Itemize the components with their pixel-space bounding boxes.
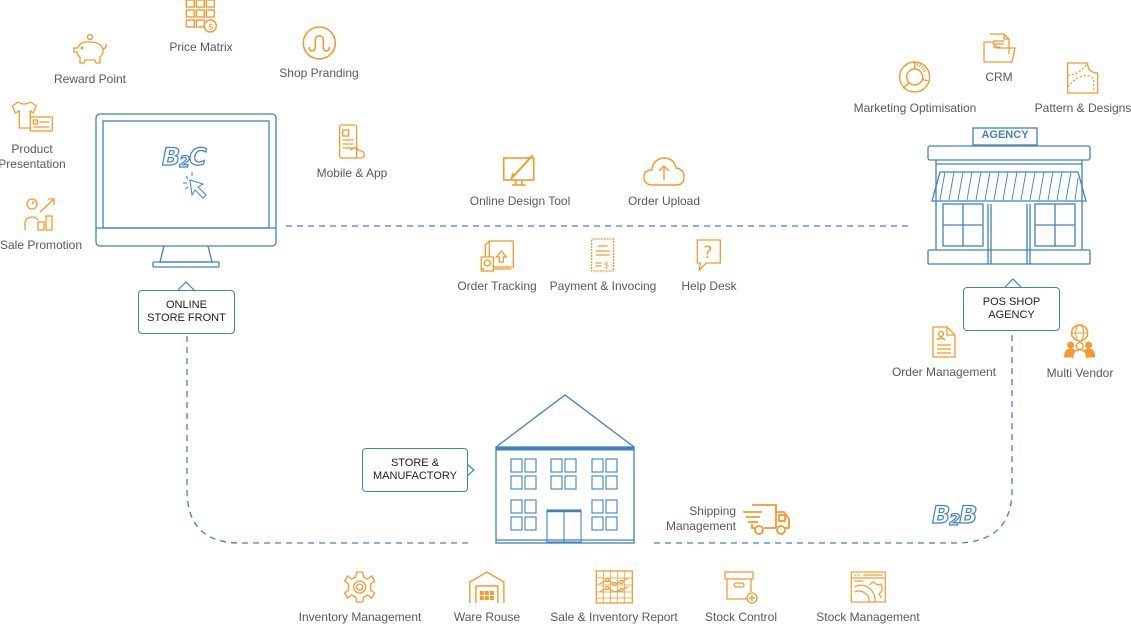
folder-icon — [983, 33, 1016, 63]
feature-label: Order Tracking — [457, 279, 537, 293]
feature-payment-invoicing[interactable]: $ Payment & Invocing — [549, 237, 657, 294]
feature-mobile-app[interactable]: Mobile & App — [316, 124, 388, 181]
pos-callout-pointer — [1004, 278, 1022, 288]
feature-label: Payment & Invocing — [549, 279, 657, 293]
store-manufactory-callout[interactable]: STORE & MANUFACTORY — [362, 448, 468, 492]
feature-label: Sale Promotion — [0, 238, 83, 252]
tshirt-card-icon — [11, 101, 53, 132]
sale-growth-icon — [24, 198, 55, 231]
gear-icon — [344, 571, 376, 603]
b2c-label: B2C — [161, 142, 207, 171]
truck-icon — [743, 504, 790, 535]
feature-label: Ware Rouse — [453, 610, 521, 624]
pattern-icon — [1067, 62, 1099, 94]
feature-label: Shipping Management — [665, 504, 736, 533]
feature-help-desk[interactable]: ? Help Desk — [681, 237, 737, 294]
feature-label: Order Upload — [627, 194, 701, 208]
online-store-front-callout[interactable]: ONLINE STORE FRONT — [138, 290, 235, 334]
price-matrix-icon: $ — [185, 0, 217, 33]
feature-label: Pattern & Designs — [1034, 101, 1131, 115]
feature-price-matrix[interactable]: $ Price Matrix — [169, 0, 233, 55]
svg-text:$: $ — [208, 23, 214, 33]
agency-sign: AGENCY — [981, 129, 1029, 141]
feature-crm[interactable]: CRM — [982, 32, 1016, 85]
storefront-callout-pointer — [177, 281, 195, 291]
feature-stock-control[interactable]: Stock Control — [705, 570, 777, 625]
factory-pos-connector — [654, 332, 1013, 544]
feature-label: Product Presentation — [0, 142, 66, 171]
cursor-click-icon — [183, 172, 207, 199]
feature-online-design-tool[interactable]: Online Design Tool — [469, 154, 571, 209]
feature-reward-point[interactable]: Reward Point — [54, 34, 126, 87]
feature-label: Online Design Tool — [469, 194, 571, 208]
feature-label: Stock Management — [816, 610, 920, 624]
design-monitor-icon — [503, 154, 535, 186]
feature-label: Sale & Inventory Report — [550, 610, 678, 624]
feature-stock-management[interactable]: Stock Management — [816, 570, 920, 625]
piggy-bank-icon — [73, 34, 107, 64]
monitor-icon — [95, 113, 277, 268]
feature-label: Inventory Management — [298, 610, 422, 624]
storefront-factory-connector — [186, 336, 470, 544]
factory-callout-pointer — [466, 463, 475, 477]
feature-order-tracking[interactable]: Order Tracking — [457, 237, 537, 294]
feature-inventory-management[interactable]: Inventory Management — [298, 570, 422, 625]
mobile-app-icon — [339, 124, 366, 159]
feature-label: Shop Pranding — [279, 66, 359, 80]
stock-window-icon — [850, 571, 886, 603]
help-desk-icon: ? — [696, 239, 721, 272]
feature-sale-promotion[interactable]: Sale Promotion — [0, 196, 82, 253]
invoice-icon: $ — [591, 238, 615, 272]
feature-product-presentation[interactable]: Product Presentation — [0, 100, 66, 172]
feature-label: Mobile & App — [316, 166, 388, 180]
feature-order-management[interactable]: Order Management — [892, 325, 996, 380]
svg-text:$: $ — [604, 261, 610, 271]
feature-order-upload[interactable]: Order Upload — [628, 154, 700, 209]
feature-marketing-optimisation[interactable]: Marketing Optimisation — [853, 59, 977, 116]
pos-shop-agency-callout[interactable]: POS SHOP AGENCY — [963, 287, 1060, 331]
order-tracking-icon — [480, 240, 514, 272]
feature-label: Marketing Optimisation — [853, 101, 977, 115]
factory-building-icon — [495, 394, 635, 544]
feature-pattern-designs[interactable]: Pattern & Designs — [1035, 61, 1131, 116]
multi-vendor-icon — [1064, 324, 1096, 359]
feature-label: Order Management — [891, 365, 997, 379]
feature-warehouse[interactable]: Ware Rouse — [454, 570, 520, 625]
warehouse-icon — [469, 571, 505, 603]
stumbleupon-icon — [302, 26, 336, 60]
feature-multi-vendor[interactable]: Multi Vendor — [1046, 324, 1114, 381]
feature-shop-branding[interactable]: Shop Pranding — [279, 26, 359, 81]
feature-label: Multi Vendor — [1046, 366, 1114, 380]
report-chart-icon — [595, 570, 633, 604]
feature-label: Price Matrix — [169, 40, 233, 54]
donut-chart-icon — [899, 61, 931, 93]
feature-label: Reward Point — [53, 72, 127, 86]
stock-box-icon — [724, 571, 758, 604]
feature-label: Stock Control — [704, 610, 778, 624]
cloud-upload-icon — [643, 157, 685, 186]
feature-shipping-management[interactable]: Shipping Management — [662, 504, 736, 534]
agency-shop-icon — [927, 127, 1091, 265]
b2b-label: B2B — [931, 500, 978, 529]
order-document-icon — [932, 326, 956, 358]
feature-sale-inventory-report[interactable]: Sale & Inventory Report — [550, 570, 678, 625]
feature-label: Help Desk — [681, 279, 737, 293]
svg-text:?: ? — [703, 243, 712, 263]
feature-label: CRM — [985, 70, 1013, 84]
